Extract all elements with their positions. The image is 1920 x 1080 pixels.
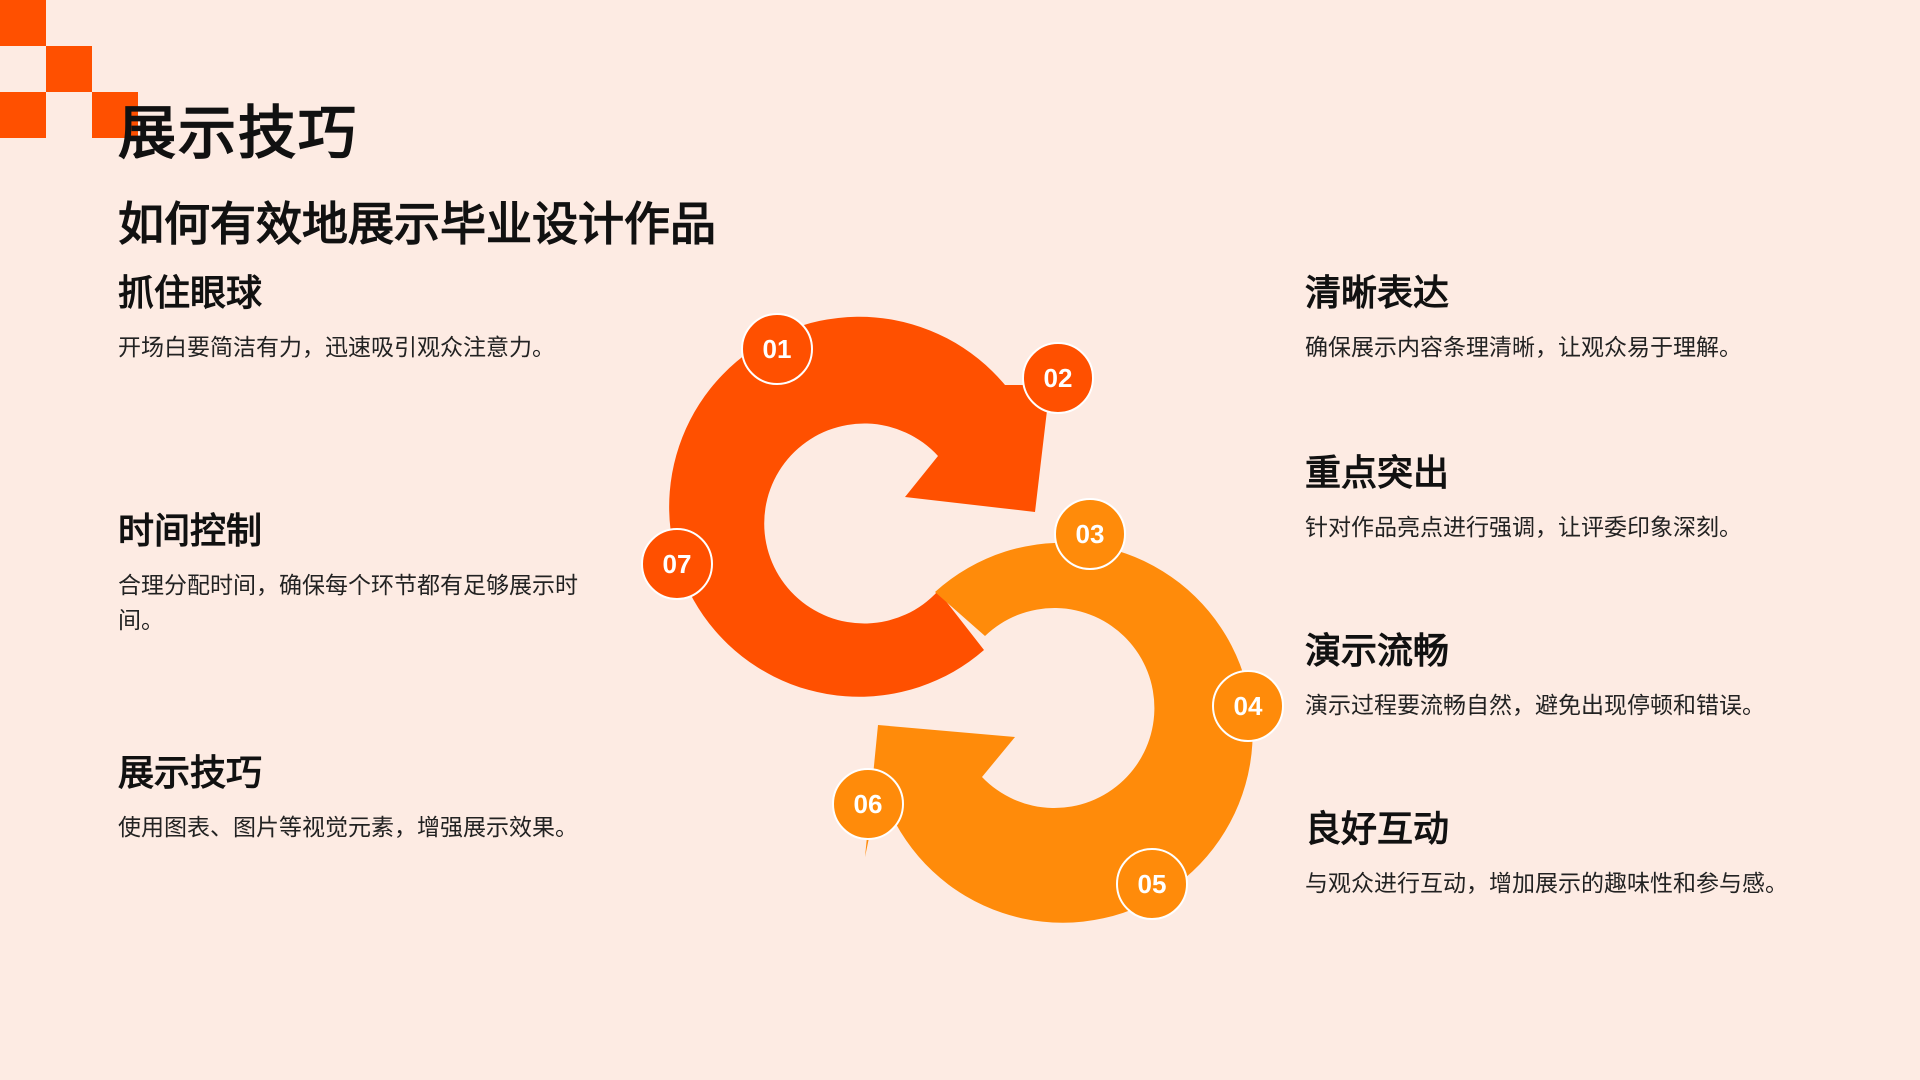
tip-heading: 良好互动 — [1305, 809, 1450, 850]
tip-presentation-skills: 展示技巧 使用图表、图片等视觉元素，增强展示效果。 — [118, 752, 638, 846]
badge-label: 07 — [663, 549, 692, 579]
tip-text: 确保展示内容条理清晰，让观众易于理解。 — [1305, 335, 1742, 362]
badge-label: 05 — [1138, 869, 1167, 899]
tip-heading: 清晰表达 — [1305, 273, 1450, 314]
tip-grab-attention: 抓住眼球 开场白要简洁有力，迅速吸引观众注意力。 — [118, 272, 618, 366]
red-cycle-arrow — [669, 316, 1050, 697]
step-badge-02: 02 — [1022, 342, 1094, 414]
tip-heading: 展示技巧 — [118, 753, 263, 794]
tip-time-control: 时间控制 合理分配时间，确保每个环节都有足够展示时间。 — [118, 510, 588, 639]
badge-label: 02 — [1044, 363, 1073, 393]
orange-cycle-arrow — [865, 542, 1253, 923]
tip-good-interaction: 良好互动 与观众进行互动，增加展示的趣味性和参与感。 — [1305, 808, 1895, 902]
badge-label: 01 — [763, 334, 792, 364]
tip-heading: 时间控制 — [118, 511, 263, 552]
badge-label: 03 — [1076, 519, 1105, 549]
page-title: 展示技巧 — [118, 99, 359, 167]
step-badge-05: 05 — [1116, 848, 1188, 920]
step-badge-03: 03 — [1054, 498, 1126, 570]
page-subtitle: 如何有效地展示毕业设计作品 — [118, 197, 716, 251]
corner-square-4 — [92, 92, 138, 138]
step-badge-04: 04 — [1212, 670, 1284, 742]
tip-text: 与观众进行互动，增加展示的趣味性和参与感。 — [1305, 871, 1788, 898]
tip-text: 使用图表、图片等视觉元素，增强展示效果。 — [118, 815, 578, 842]
tip-clear-expression: 清晰表达 确保展示内容条理清晰，让观众易于理解。 — [1305, 272, 1865, 366]
tip-smooth-demo: 演示流畅 演示过程要流畅自然，避免出现停顿和错误。 — [1305, 630, 1865, 724]
corner-square-2 — [46, 46, 92, 92]
tip-heading: 抓住眼球 — [118, 273, 263, 314]
tip-text: 演示过程要流畅自然，避免出现停顿和错误。 — [1305, 693, 1765, 720]
tip-text: 合理分配时间，确保每个环节都有足够展示时间。 — [118, 573, 578, 635]
tip-heading: 重点突出 — [1305, 453, 1450, 494]
step-badge-01: 01 — [741, 313, 813, 385]
badge-label: 06 — [854, 789, 883, 819]
tip-text: 针对作品亮点进行强调，让评委印象深刻。 — [1305, 515, 1742, 542]
step-badge-06: 06 — [832, 768, 904, 840]
tip-text: 开场白要简洁有力，迅速吸引观众注意力。 — [118, 335, 555, 362]
tip-highlight-key-points: 重点突出 针对作品亮点进行强调，让评委印象深刻。 — [1305, 452, 1865, 546]
step-badge-07: 07 — [641, 528, 713, 600]
corner-square-3 — [0, 92, 46, 138]
tip-heading: 演示流畅 — [1305, 631, 1450, 672]
badge-label: 04 — [1234, 691, 1263, 721]
corner-square-1 — [0, 0, 46, 46]
